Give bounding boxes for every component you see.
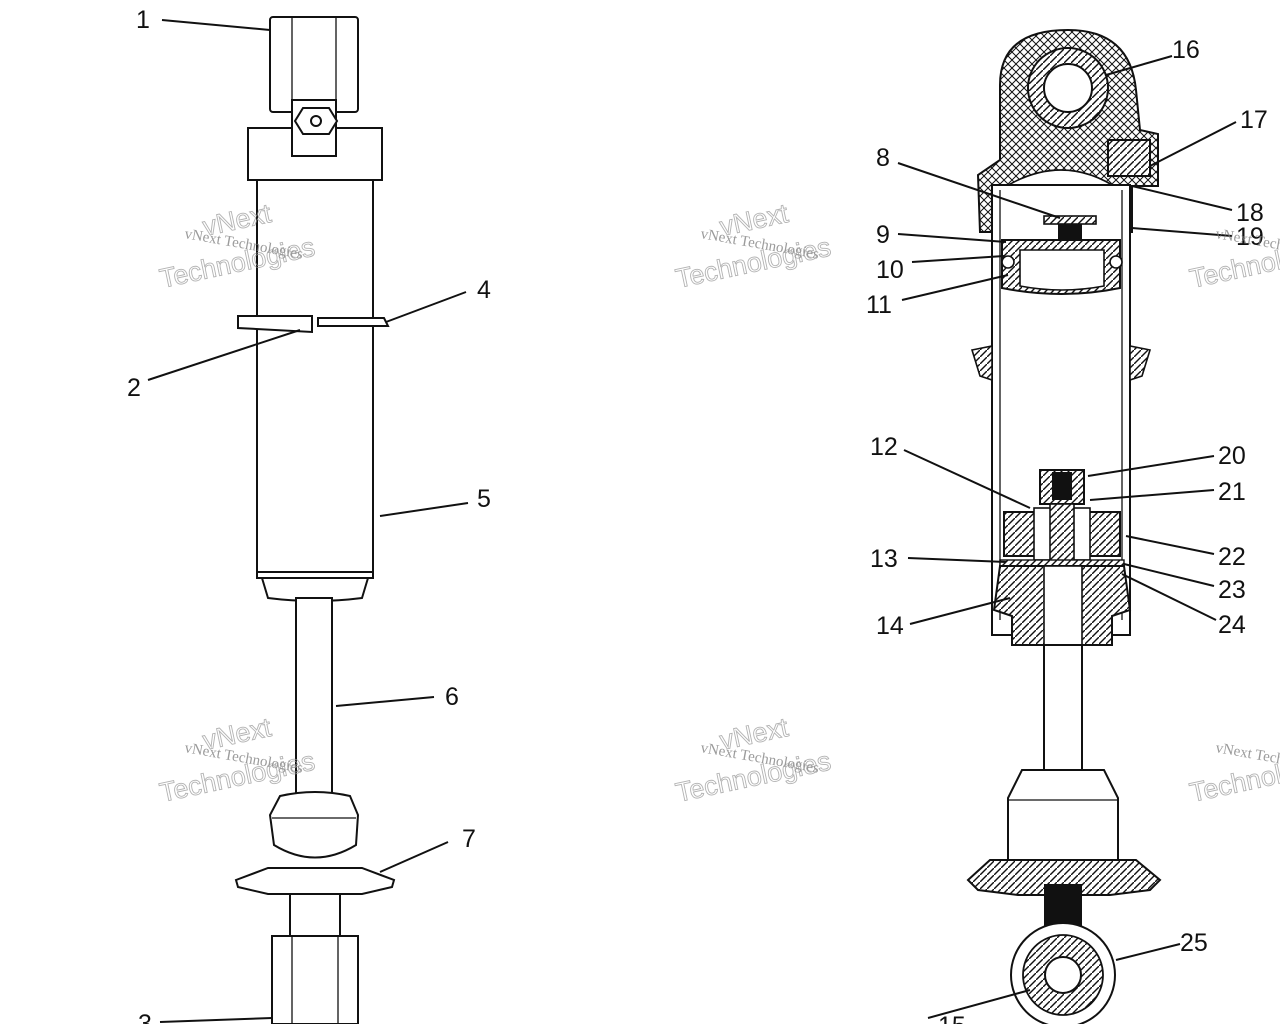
cutaway-bumper <box>1007 769 1119 861</box>
cutaway-shaft <box>1043 644 1083 771</box>
shock-body <box>256 179 374 573</box>
watermark-brand: vNext <box>200 712 274 756</box>
bottom-eyelet <box>271 935 359 1024</box>
callout-16: 16 <box>1172 36 1200 64</box>
callout-25: 25 <box>1180 929 1208 957</box>
callout-23: 23 <box>1218 576 1246 604</box>
leader-lines <box>147 19 1237 1023</box>
callout-labels: 1 2 3 4 5 6 7 8 9 10 11 12 13 14 15 16 1… <box>127 6 1268 1024</box>
callout-2: 2 <box>127 374 141 402</box>
callout-10: 10 <box>876 256 904 284</box>
bleed-screw <box>1043 215 1097 225</box>
shock-external-view <box>234 16 396 1024</box>
callout-21: 21 <box>1218 478 1246 506</box>
callout-8: 8 <box>876 144 890 172</box>
spring-seat <box>234 867 396 895</box>
spring-collar <box>970 345 993 382</box>
watermark-brand: vNext <box>717 712 791 756</box>
top-eyelet <box>269 16 359 113</box>
callout-5: 5 <box>477 485 491 513</box>
callout-13: 13 <box>870 545 898 573</box>
fill-valve <box>1107 139 1151 177</box>
callout-17: 17 <box>1240 106 1268 134</box>
bumper <box>268 791 360 859</box>
watermark-brand: vNext <box>717 198 791 242</box>
callout-14: 14 <box>876 612 904 640</box>
spring-clip <box>237 315 313 334</box>
callout-11: 11 <box>866 291 892 319</box>
callout-1: 1 <box>136 6 150 34</box>
callout-3: 3 <box>138 1010 152 1024</box>
callout-19: 19 <box>1236 223 1264 251</box>
watermark-top-right: vNext Technologies Technologies <box>1187 226 1280 294</box>
watermark-top-center: vNext Technologies vNext Technologies <box>673 198 834 295</box>
callout-7: 7 <box>462 825 476 853</box>
callout-12: 12 <box>870 433 898 461</box>
callout-15: 15 <box>938 1012 966 1024</box>
callout-20: 20 <box>1218 442 1246 470</box>
cutaway-spring-seat <box>966 859 1162 896</box>
watermark-bottom-center: vNext Technologies vNext Technologies <box>673 712 834 809</box>
callout-4: 4 <box>477 276 491 304</box>
callout-6: 6 <box>445 683 459 711</box>
callout-18: 18 <box>1236 199 1264 227</box>
callout-9: 9 <box>876 221 890 249</box>
callout-22: 22 <box>1218 543 1246 571</box>
shock-cutaway-view <box>966 28 1162 1024</box>
callout-24: 24 <box>1218 611 1246 639</box>
watermark-bottom-right: vNext Technologies Technologies <box>1187 740 1280 808</box>
